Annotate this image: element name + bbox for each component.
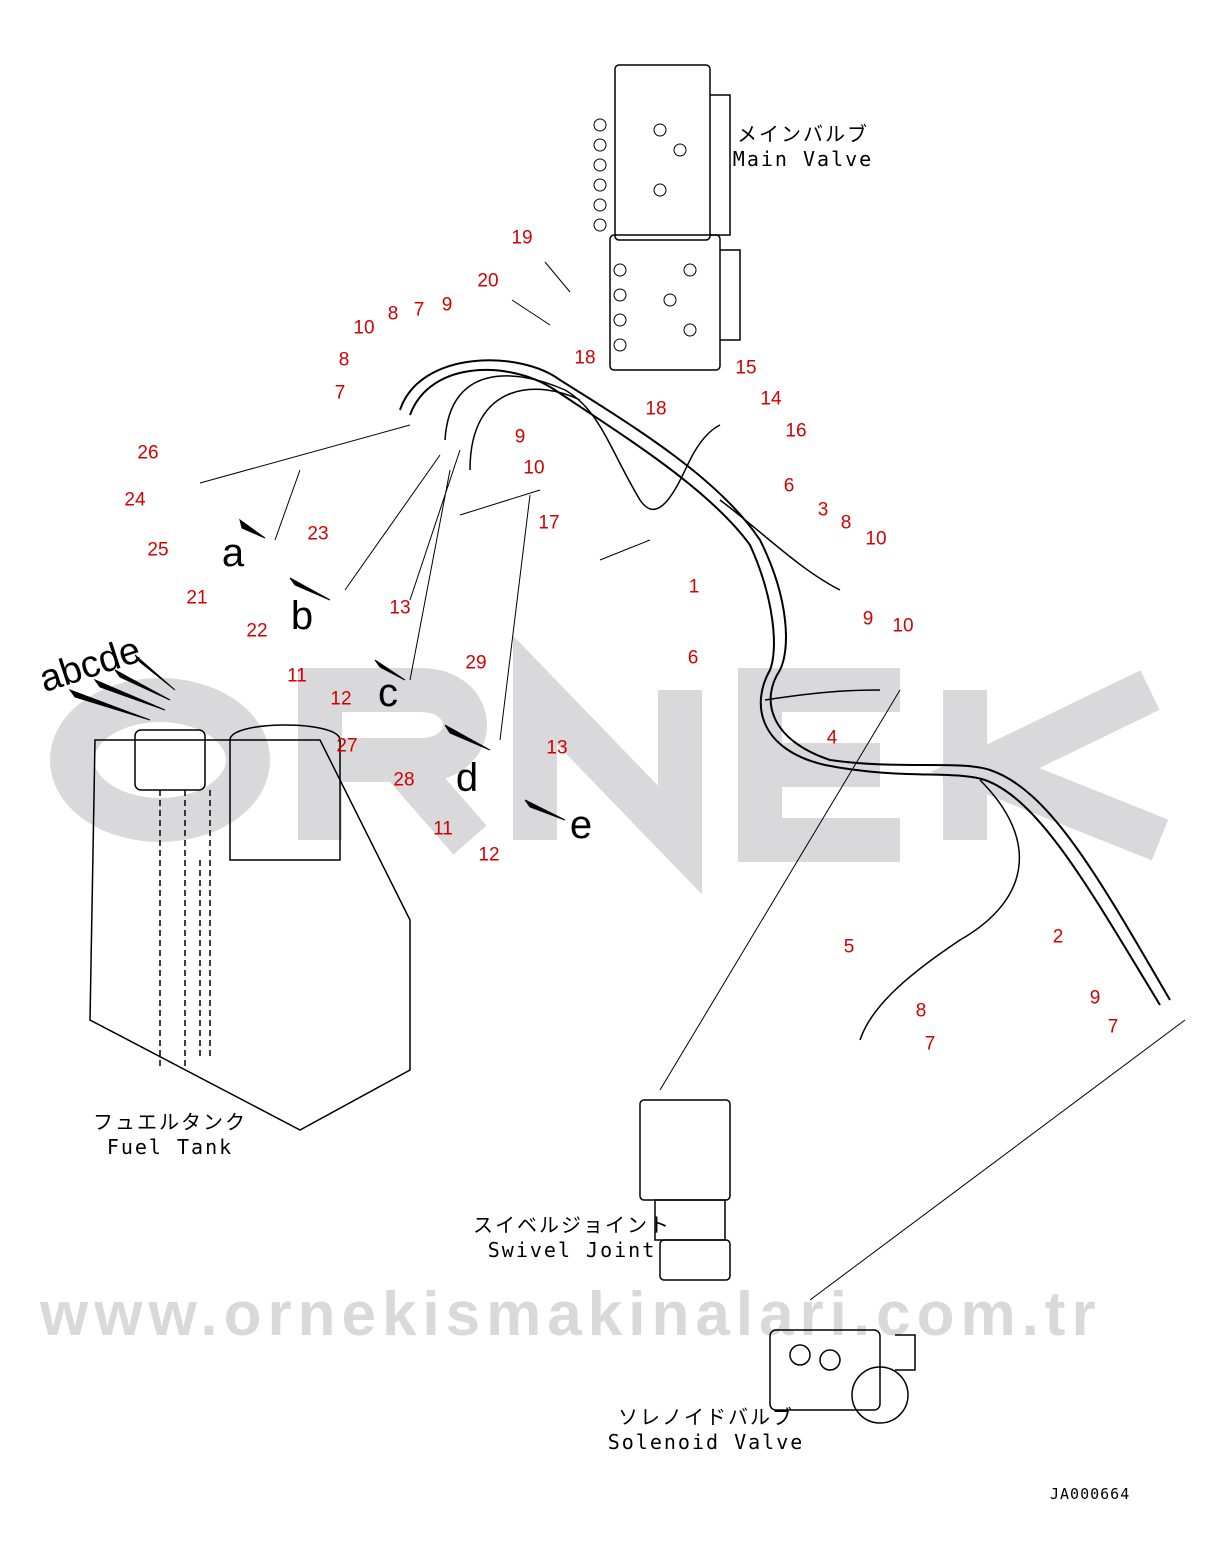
callout: 8 xyxy=(915,1000,927,1022)
fuel-tank-label-en: Fuel Tank xyxy=(106,1135,234,1159)
callout: 13 xyxy=(546,737,568,759)
callout: 10 xyxy=(892,615,914,637)
callout: 7 xyxy=(334,382,346,404)
solenoid-valve-label-en: Solenoid Valve xyxy=(607,1430,805,1454)
solenoid-valve-drawing xyxy=(769,1329,916,1424)
callout: 7 xyxy=(1107,1016,1119,1038)
callout: 6 xyxy=(687,647,699,669)
watermark-url: www.ornekismakinalari.com.tr xyxy=(40,1280,1102,1349)
callout: 9 xyxy=(441,294,453,316)
callout: 9 xyxy=(514,426,526,448)
fuel-tank-label-ja: フュエルタンク xyxy=(93,1110,247,1134)
callout: 29 xyxy=(465,652,487,674)
callout: 8 xyxy=(840,512,852,534)
callout: 11 xyxy=(433,818,453,840)
callout: 10 xyxy=(523,457,545,479)
callout: 8 xyxy=(387,303,399,325)
swivel-joint-label-ja: スイベルジョイント xyxy=(473,1213,671,1237)
main-valve-label-ja: メインバルブ xyxy=(736,122,869,146)
callout: 12 xyxy=(478,844,500,866)
callout: 18 xyxy=(645,398,667,420)
callout: 3 xyxy=(817,499,829,521)
callout: 2 xyxy=(1052,926,1064,948)
callout: 9 xyxy=(862,608,874,630)
callout: 26 xyxy=(137,442,159,464)
callout: 12 xyxy=(330,688,352,710)
main-valve-drawing xyxy=(593,64,741,371)
callout: 10 xyxy=(865,528,887,550)
callout: 6 xyxy=(783,475,795,497)
callout: 10 xyxy=(353,317,375,339)
connection-letter-e: e xyxy=(569,803,593,847)
callout: 16 xyxy=(785,420,807,442)
callout: 27 xyxy=(336,735,358,757)
swivel-joint-label-en: Swivel Joint xyxy=(487,1238,657,1262)
callout: 14 xyxy=(760,388,782,410)
fuel-tank-drawing xyxy=(89,724,411,1131)
callout: 23 xyxy=(307,523,329,545)
callout: 18 xyxy=(574,347,596,369)
drawing-code: JA000664 xyxy=(1050,1485,1131,1503)
connection-letter-c: c xyxy=(378,671,398,715)
callout: 9 xyxy=(1089,987,1101,1009)
connection-letter-a: a xyxy=(221,531,245,575)
callout: 13 xyxy=(389,597,411,619)
solenoid-valve-label-ja: ソレノイドバルブ xyxy=(617,1405,794,1429)
callout: 15 xyxy=(735,357,757,379)
connection-letter-d: d xyxy=(455,756,479,800)
callout: 21 xyxy=(186,587,208,609)
callout: 24 xyxy=(124,489,146,511)
callout: 7 xyxy=(924,1033,936,1055)
callout: 25 xyxy=(147,539,169,561)
callout: 28 xyxy=(393,769,415,791)
callout: 1 xyxy=(688,576,700,598)
callout: 22 xyxy=(246,620,268,642)
callout: 11 xyxy=(287,665,307,687)
callout: 8 xyxy=(338,349,350,371)
callout: 20 xyxy=(477,270,499,292)
swivel-joint-drawing xyxy=(639,1099,731,1281)
callout: 17 xyxy=(538,512,560,534)
callout: 5 xyxy=(843,936,855,958)
callout: 19 xyxy=(511,227,533,249)
main-valve-label-en: Main Valve xyxy=(732,147,874,171)
callout: 7 xyxy=(413,299,425,321)
connection-letter-b: b xyxy=(290,594,314,638)
callout: 4 xyxy=(826,727,838,749)
